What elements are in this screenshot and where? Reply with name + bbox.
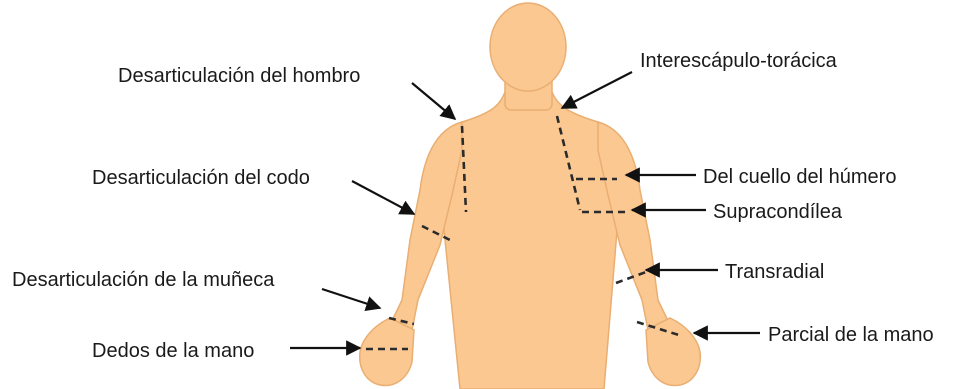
arrow-shoulder bbox=[412, 83, 455, 119]
label-interscapulothoracic: Interescápulo-torácica bbox=[640, 50, 838, 72]
arrow-elbow bbox=[352, 181, 414, 214]
label-wrist-disarticulation: Desarticulación de la muñeca bbox=[12, 269, 275, 291]
torso bbox=[438, 92, 622, 389]
label-transradial: Transradial bbox=[725, 261, 824, 283]
head bbox=[490, 3, 566, 91]
arrow-wrist bbox=[322, 289, 380, 308]
left-hand bbox=[360, 318, 414, 386]
label-partial-hand: Parcial de la mano bbox=[768, 324, 934, 346]
label-shoulder-disarticulation: Desarticulación del hombro bbox=[118, 65, 360, 87]
label-fingers: Dedos de la mano bbox=[92, 340, 254, 362]
label-supracondylar: Supracondílea bbox=[713, 201, 843, 223]
label-humeral-neck: Del cuello del húmero bbox=[703, 166, 896, 188]
label-elbow-disarticulation: Desarticulación del codo bbox=[92, 167, 310, 189]
arrow-interscapular bbox=[562, 72, 632, 108]
